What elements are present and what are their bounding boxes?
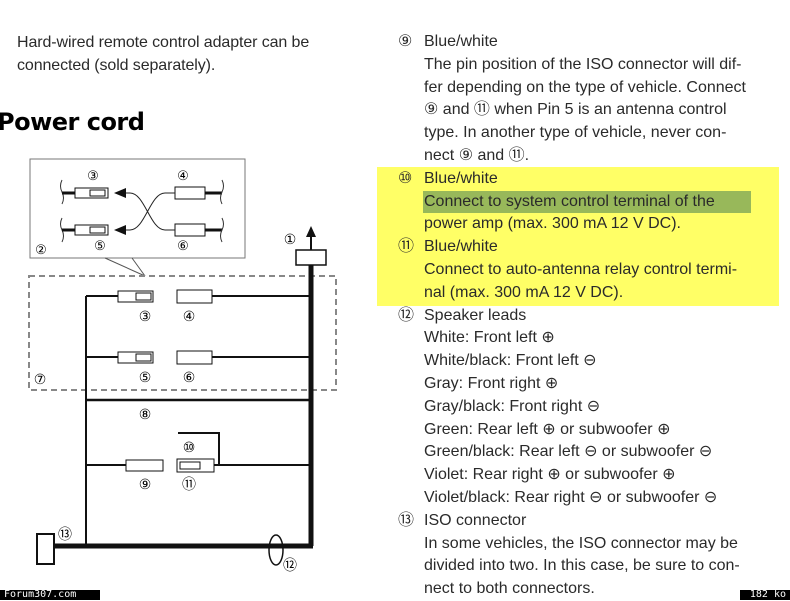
- arrow-head: [114, 225, 126, 235]
- wire-10: [178, 432, 220, 465]
- intro-text: Hard-wired remote control adapter can be…: [17, 32, 309, 78]
- item-text: ISO connector: [424, 511, 527, 529]
- item-text: Gray/black: Front right ⊖: [424, 397, 601, 415]
- swap-arrow: [120, 192, 175, 231]
- item-number: ⑬: [398, 511, 415, 529]
- inset-connector-6: [174, 217, 224, 243]
- inset-connector-4: [174, 179, 224, 205]
- watermark-left: Forum307.com: [0, 590, 100, 600]
- watermark-right: 182 ko: [740, 590, 790, 600]
- item-text: Speaker leads: [424, 306, 527, 324]
- item-text: ⑨ and ⑪ when Pin 5 is an antenna control: [424, 101, 727, 119]
- label-c3-inset: ③: [87, 168, 99, 183]
- item-text: nect to both connectors.: [424, 580, 595, 598]
- speaker-bundle-marker: [268, 534, 284, 566]
- item-text: fer depending on the type of vehicle. Co…: [424, 78, 746, 96]
- item-text: White/black: Front left ⊖: [424, 352, 597, 370]
- label-c5: ⑤: [139, 369, 152, 385]
- text-selection: [423, 191, 751, 213]
- yellow-highlight: [377, 167, 779, 306]
- item-number: ⑩: [398, 169, 413, 187]
- label-c4-inset: ④: [177, 168, 189, 183]
- item-text: nal (max. 300 mA 12 V DC).: [424, 283, 624, 301]
- item-text: Connect to system control terminal of th…: [424, 192, 715, 210]
- item-text: power amp (max. 300 mA 12 V DC).: [424, 215, 681, 233]
- inset-connector-3: [60, 179, 109, 205]
- label-c6: ⑥: [183, 369, 196, 385]
- arrow-head: [114, 188, 126, 198]
- up-arrow-icon: [306, 226, 316, 237]
- label-c11: ⑪: [182, 476, 196, 492]
- label-c4: ④: [183, 308, 196, 324]
- item-text: Green: Rear left ⊕ or subwoofer ⊕: [424, 420, 671, 438]
- item-text: Connect to auto-antenna relay control te…: [424, 260, 738, 278]
- label-c5-inset: ⑤: [94, 238, 106, 253]
- inset-pointer: [131, 257, 146, 277]
- item-text: divided into two. In this case, be sure …: [424, 557, 740, 575]
- connector-5: [117, 351, 154, 364]
- item-number: ⑫: [398, 306, 415, 324]
- label-c7: ⑦: [34, 371, 47, 387]
- iso-connector: [36, 533, 55, 565]
- inset-box: [29, 158, 246, 259]
- connector-3: [117, 290, 154, 303]
- inset-pointer: [104, 257, 146, 277]
- item-text: In some vehicles, the ISO connector may …: [424, 534, 738, 552]
- item-text: Blue/white: [424, 238, 498, 256]
- item-text: Violet: Rear right ⊕ or subwoofer ⊕: [424, 466, 676, 484]
- section-heading: Power cord: [0, 108, 145, 136]
- connector-9: [125, 459, 164, 472]
- item-text: Green/black: Rear left ⊖ or subwoofer ⊖: [424, 443, 713, 461]
- item-text: Violet/black: Rear right ⊖ or subwoofer …: [424, 488, 718, 506]
- item-text: Blue/white: [424, 169, 498, 187]
- label-c1: ①: [284, 231, 297, 247]
- connector-4: [176, 289, 213, 304]
- power-cord-diagram: ③ ④ ⑤ ⑥ ② ① ③ ④ ⑤ ⑥ ⑦ ⑧ ⑩: [28, 158, 337, 573]
- label-c3: ③: [139, 308, 152, 324]
- label-c9: ⑨: [139, 476, 152, 492]
- item-text: The pin position of the ISO connector wi…: [424, 55, 742, 73]
- item-text: White: Front left ⊕: [424, 329, 555, 347]
- dashed-region: [28, 275, 337, 391]
- inset-connector-5: [60, 217, 109, 243]
- item-text: type. In another type of vehicle, never …: [424, 124, 727, 142]
- item-number: ⑨: [398, 33, 413, 50]
- connector-11: [176, 458, 215, 473]
- item-text: Gray: Front right ⊕: [424, 374, 559, 392]
- label-c10: ⑩: [183, 439, 196, 455]
- item-text: nect ⑨ and ⑪.: [424, 146, 530, 164]
- intro-line: connected (sold separately).: [17, 56, 216, 74]
- item-text: Blue/white: [424, 33, 498, 50]
- label-c12: ⑫: [283, 557, 297, 573]
- item-number: ⑪: [398, 238, 415, 256]
- intro-line: Hard-wired remote control adapter can be: [17, 34, 310, 51]
- module-1-box: [295, 249, 327, 266]
- label-c8: ⑧: [139, 406, 152, 422]
- label-c6-inset: ⑥: [177, 238, 189, 253]
- label-c13: ⑬: [58, 526, 72, 542]
- label-c2: ②: [35, 242, 47, 257]
- connector-6: [176, 350, 213, 365]
